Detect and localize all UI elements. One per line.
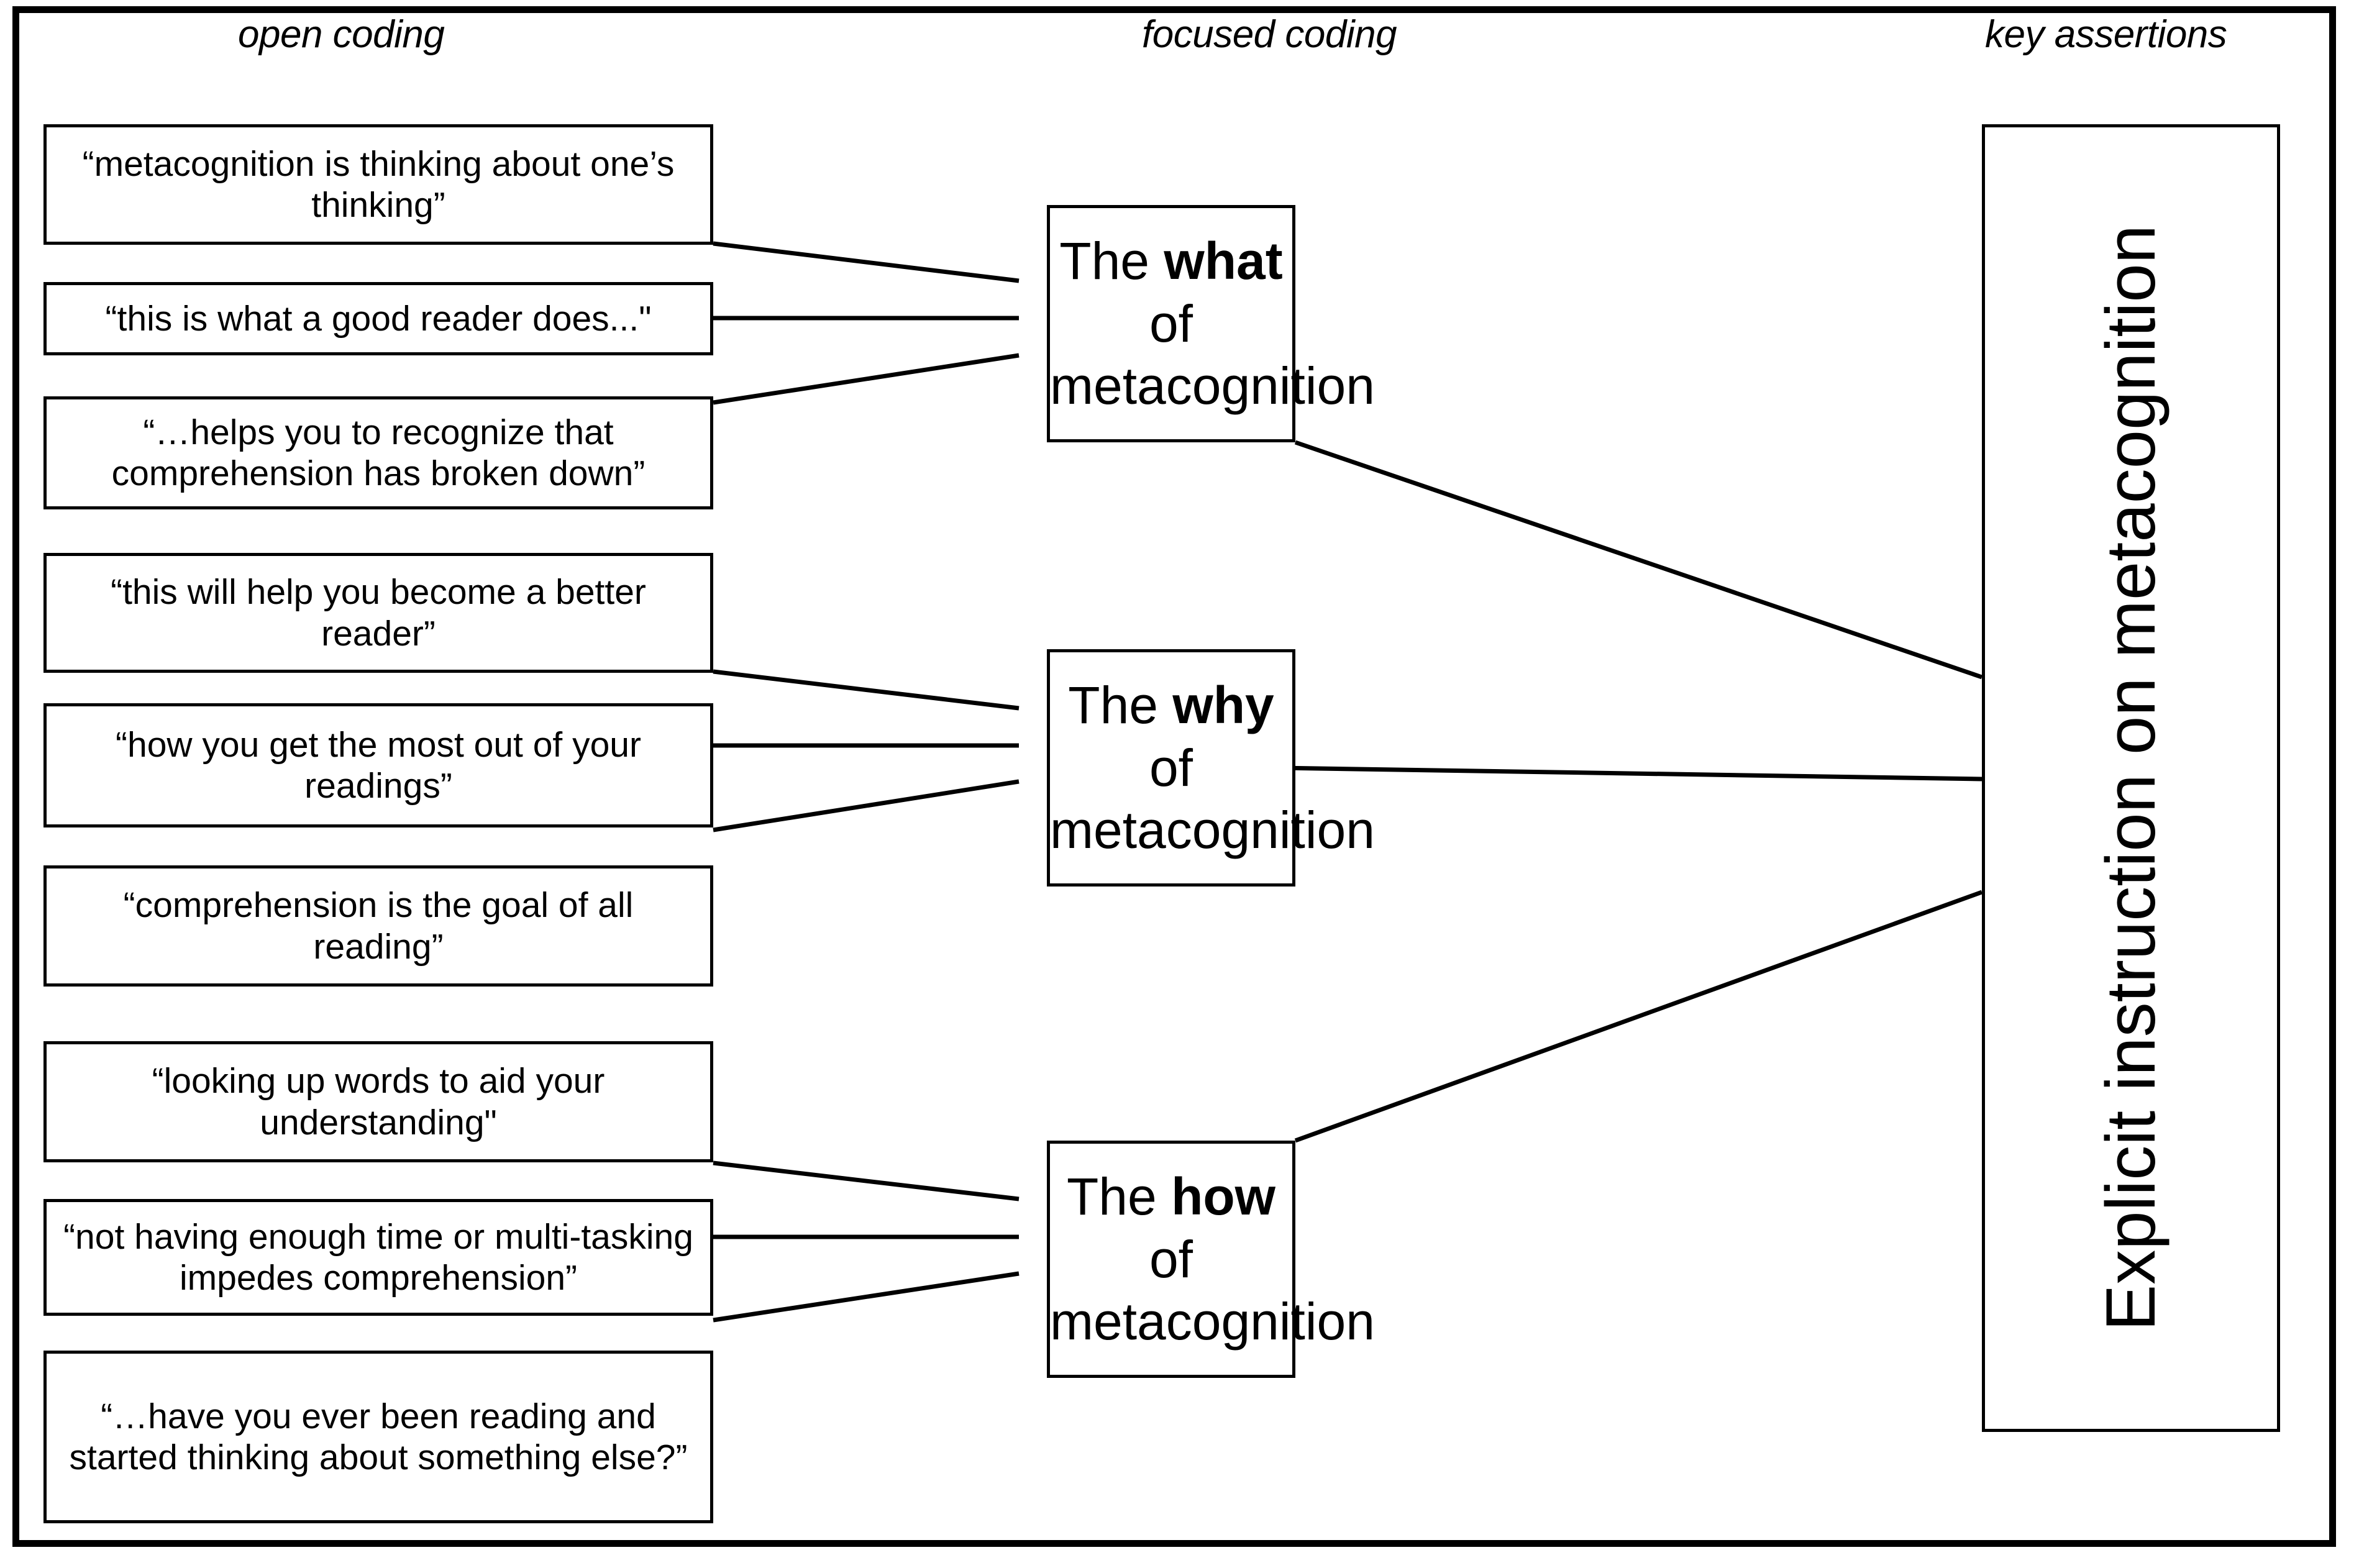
connector-q7-to-how [713, 1160, 1020, 1201]
focused-why-suffix: of [1149, 738, 1193, 797]
open-coding-box-8[interactable]: “not having enough time or multi-tasking… [43, 1199, 713, 1316]
focused-what-suffix: of [1149, 294, 1193, 353]
focused-what-prefix: The [1059, 231, 1164, 290]
focused-what-emphasis: what [1164, 231, 1283, 290]
open-coding-box-5[interactable]: “how you get the most out of your readin… [43, 703, 713, 827]
column-header-focused-coding: focused coding [1142, 13, 1397, 56]
focused-how-line2: metacognition [1050, 1292, 1375, 1351]
focused-how-prefix: The [1066, 1167, 1172, 1226]
open-coding-text-7: “looking up words to aid your understand… [152, 1061, 605, 1142]
connector-q3-to-what [713, 353, 1020, 405]
open-coding-text-5: “how you get the most out of your readin… [116, 724, 641, 806]
key-assertion-text: Explicit instruction on metacognition [2092, 225, 2170, 1331]
connector-why-to-assertion [1278, 765, 1983, 782]
open-coding-text-2: “this is what a good reader does..." [105, 298, 652, 339]
connector-q1-to-what [713, 241, 1020, 283]
focused-how-emphasis: how [1171, 1167, 1276, 1226]
open-coding-text-6: “comprehension is the goal of all readin… [123, 885, 634, 967]
column-header-open-coding: open coding [238, 13, 445, 56]
focused-what-line2: metacognition [1050, 357, 1375, 416]
column-header-key-assertions: key assertions [1985, 13, 2227, 56]
open-coding-box-7[interactable]: “looking up words to aid your understand… [43, 1041, 713, 1162]
open-coding-box-6[interactable]: “comprehension is the goal of all readin… [43, 865, 713, 987]
open-coding-text-8: “not having enough time or multi-tasking… [63, 1216, 693, 1298]
open-coding-text-4: “this will help you become a better read… [111, 572, 646, 654]
focused-why-prefix: The [1068, 675, 1173, 734]
open-coding-box-4[interactable]: “this will help you become a better read… [43, 553, 713, 673]
open-coding-text-1: “metacognition is thinking about one’s t… [82, 144, 675, 225]
open-coding-box-3[interactable]: “…helps you to recognize that comprehens… [43, 396, 713, 509]
open-coding-box-9[interactable]: “…have you ever been reading and started… [43, 1351, 713, 1523]
focused-why-line2: metacognition [1050, 801, 1375, 860]
connector-how-to-assertion [1294, 890, 1983, 1143]
connector-what-to-assertion [1294, 440, 1983, 680]
key-assertion-box[interactable]: Explicit instruction on metacognition [1982, 124, 2280, 1432]
focused-why-emphasis: why [1172, 675, 1274, 734]
open-coding-text-9: “…have you ever been reading and started… [69, 1396, 688, 1477]
connector-q9-to-how [713, 1271, 1020, 1323]
open-coding-text-3: “…helps you to recognize that comprehens… [111, 412, 646, 493]
open-coding-box-2[interactable]: “this is what a good reader does..." [43, 282, 713, 355]
connector-q4-to-why [713, 669, 1020, 711]
open-coding-box-1[interactable]: “metacognition is thinking about one’s t… [43, 124, 713, 245]
focused-how-suffix: of [1149, 1229, 1193, 1288]
connector-q6-to-why [713, 779, 1020, 832]
